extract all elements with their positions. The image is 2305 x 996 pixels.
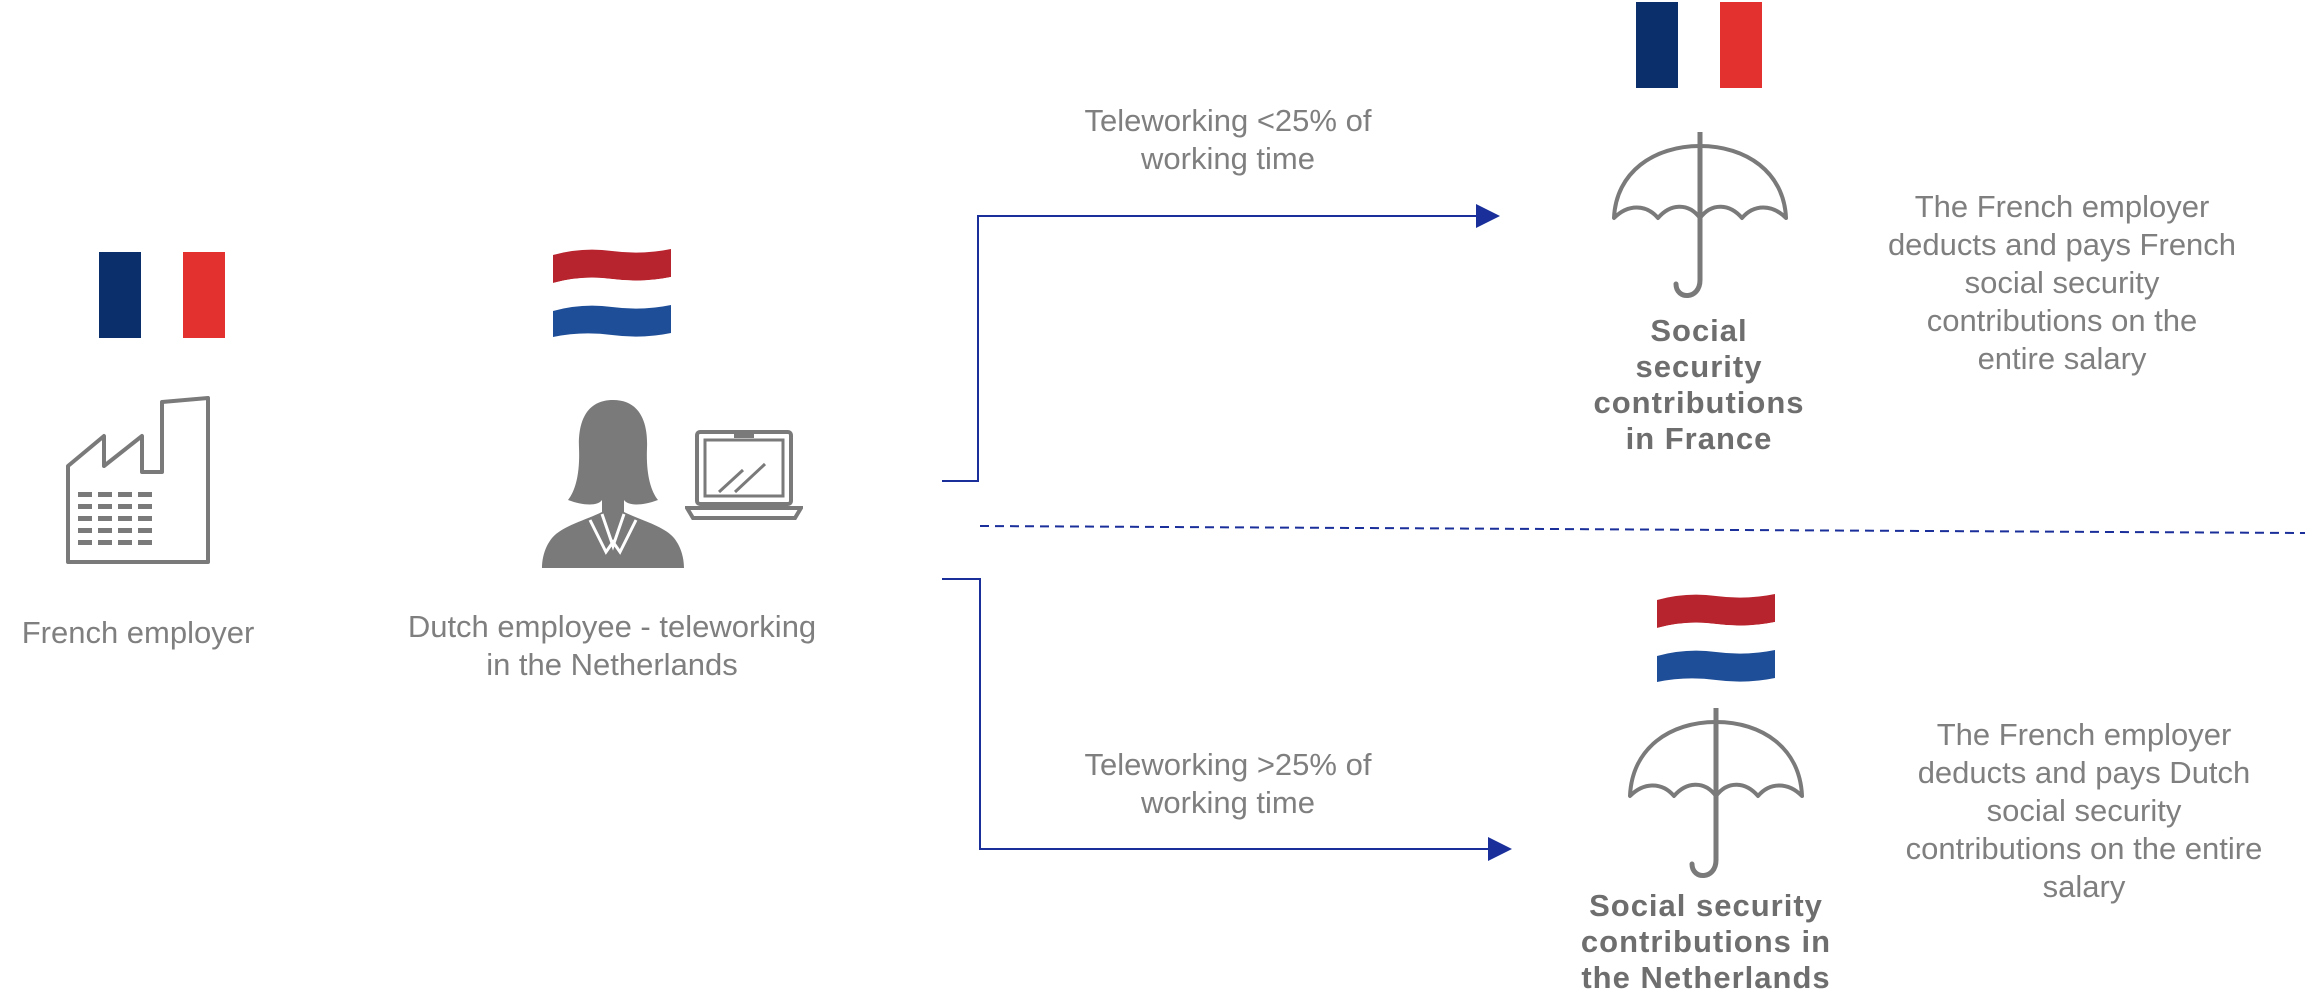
netherlands-flag-icon: [1657, 594, 1775, 682]
condition-lower-label: Teleworking >25% of working time: [1084, 747, 1372, 820]
factory-icon: [66, 396, 210, 564]
divider-dashed: [979, 525, 2305, 534]
outcome-upper-description: The French employer deducts and pays Fre…: [1887, 189, 2237, 376]
france-flag-icon: [1636, 2, 1762, 88]
laptop-icon: [685, 430, 803, 520]
outcome-lower-description: The French employer deducts and pays Dut…: [1905, 717, 2263, 904]
arrow-upper: [942, 204, 1500, 482]
arrow-lower: [942, 578, 1512, 861]
outcome-lower-title: Social security contributions in the Net…: [1580, 888, 1832, 995]
employer-label: French employer: [21, 615, 255, 650]
woman-icon: [542, 400, 684, 568]
employee-label: Dutch employee - teleworking in the Neth…: [407, 609, 817, 682]
condition-upper-label: Teleworking <25% of working time: [1084, 103, 1372, 176]
france-flag-icon: [99, 252, 225, 338]
outcome-upper-title: Social security contributions in France: [1593, 313, 1805, 456]
umbrella-icon: [1628, 708, 1804, 878]
netherlands-flag-icon: [553, 249, 671, 337]
umbrella-icon: [1612, 132, 1788, 298]
